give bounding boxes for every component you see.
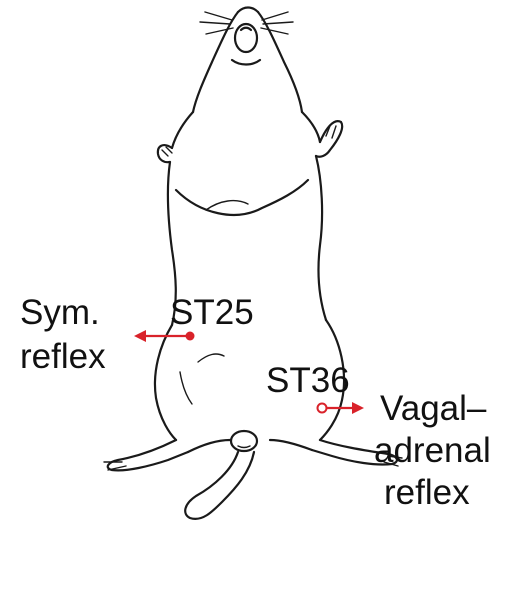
sym-reflex-label-line2: reflex <box>20 338 106 376</box>
st36-label: ST36 <box>266 362 350 400</box>
vagal-adrenal-reflex-label-line3: reflex <box>384 474 470 512</box>
vagal-adrenal-reflex-label-line1: Vagal– <box>380 390 486 428</box>
mouse-body-outline <box>104 8 402 519</box>
st25-label: ST25 <box>170 294 254 332</box>
vagal-adrenal-reflex-label-line2: adrenal <box>374 432 491 470</box>
st25-point-marker <box>186 332 195 341</box>
st36-arrowhead-icon <box>352 402 364 414</box>
st25-arrowhead-icon <box>134 330 146 342</box>
sym-reflex-label-line1: Sym. <box>20 294 100 332</box>
st36-point-marker <box>318 404 327 413</box>
